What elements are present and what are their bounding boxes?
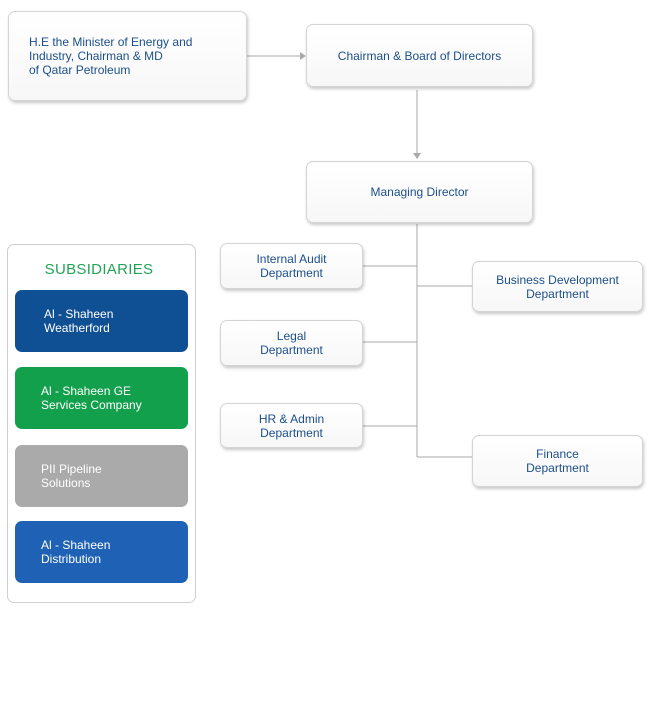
internal-audit-label: Internal Audit Department [256, 252, 327, 280]
subsidiary-label: Al - Shaheen GE Services Company [41, 384, 142, 412]
minister-label: H.E the Minister of Energy and Industry,… [29, 35, 193, 77]
subsidiary-label: PII Pipeline Solutions [41, 462, 102, 490]
business-development-box: Business Development Department [472, 261, 643, 312]
subsidiaries-panel: SUBSIDIARIES Al - Shaheen Weatherford Al… [7, 244, 196, 603]
hr-admin-box: HR & Admin Department [220, 403, 363, 448]
board-box: Chairman & Board of Directors [306, 24, 533, 87]
legal-label: Legal Department [260, 329, 323, 357]
subsidiary-pii-pipeline[interactable]: PII Pipeline Solutions [15, 445, 188, 507]
internal-audit-box: Internal Audit Department [220, 243, 363, 289]
hr-admin-label: HR & Admin Department [258, 411, 325, 440]
finance-box: Finance Department [472, 435, 643, 487]
arrowhead-md [413, 153, 421, 159]
subsidiaries-title: SUBSIDIARIES [44, 261, 154, 278]
managing-director-label: Managing Director [370, 185, 469, 199]
managing-director-box: Managing Director [306, 161, 533, 223]
subsidiary-label: Al - Shaheen Weatherford [44, 307, 114, 335]
board-label: Chairman & Board of Directors [337, 48, 502, 63]
subsidiary-al-shaheen-ge[interactable]: Al - Shaheen GE Services Company [15, 367, 188, 429]
subsidiary-al-shaheen-distribution[interactable]: Al - Shaheen Distribution [15, 521, 188, 583]
legal-box: Legal Department [220, 320, 363, 366]
subsidiary-label: Al - Shaheen Distribution [41, 538, 111, 566]
minister-box: H.E the Minister of Energy and Industry,… [8, 11, 247, 101]
business-development-label: Business Development Department [496, 272, 619, 301]
arrowhead-board [300, 52, 306, 60]
finance-label: Finance Department [526, 447, 589, 475]
subsidiary-al-shaheen-weatherford[interactable]: Al - Shaheen Weatherford [15, 290, 188, 352]
